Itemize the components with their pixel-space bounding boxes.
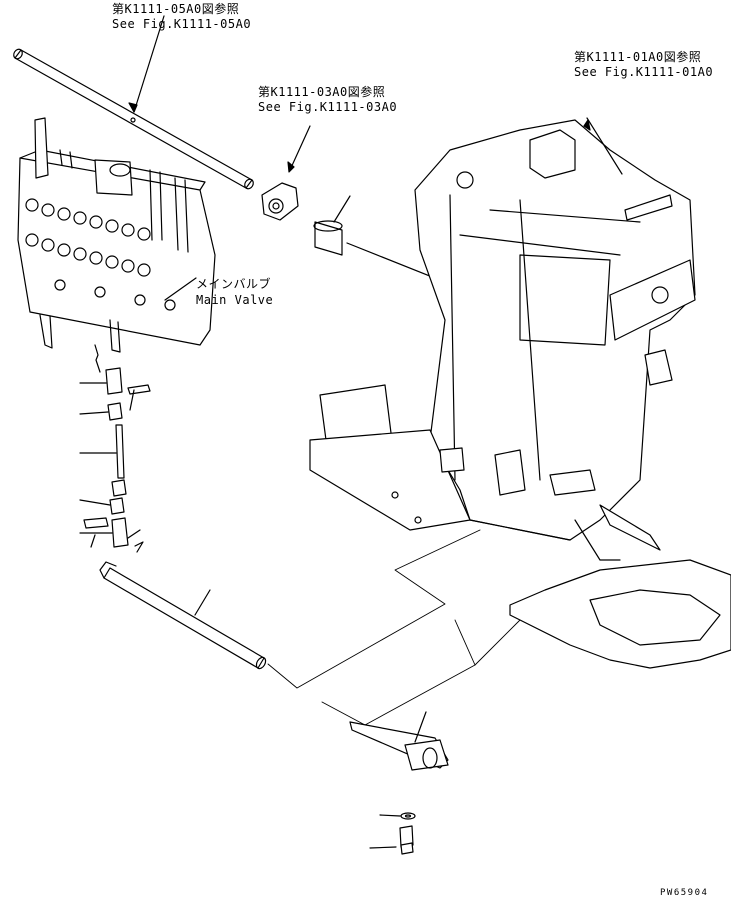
leader-bolt <box>369 846 397 849</box>
assembly-outline-lines <box>267 529 521 726</box>
ref-05a0-label-en: See Fig.K1111-05A0 <box>112 17 252 31</box>
lever-part <box>349 721 449 771</box>
leader-washer <box>379 814 401 817</box>
main-valve-block <box>17 117 216 353</box>
linkage-stack <box>83 367 151 548</box>
ref-01a0-label-en: See Fig.K1111-01A0 <box>574 65 714 79</box>
drawing-code: PW65904 <box>660 888 709 898</box>
ref-03a0-label-en: See Fig.K1111-03A0 <box>258 100 398 114</box>
bolt <box>399 825 414 855</box>
main-valve-label-en: Main Valve <box>196 293 274 307</box>
console-frame <box>309 119 696 634</box>
clamp-part <box>261 182 299 221</box>
arrow-ref-01a0 <box>583 119 591 131</box>
leader-lever <box>414 711 427 743</box>
bushing <box>313 220 343 256</box>
ref-01a0-label-jp: 第K1111-01A0図参照 <box>574 50 702 64</box>
leader-bushing <box>333 195 351 223</box>
upper-control-rod <box>13 48 254 190</box>
lower-control-rod <box>99 561 267 670</box>
arrow-ref-03a0 <box>287 161 295 173</box>
main-valve-label-jp: メインバルブ <box>196 277 272 291</box>
leader-ref-05a0 <box>133 15 165 113</box>
ref-03a0-label-jp: 第K1111-03A0図参照 <box>258 85 386 99</box>
floor-plate <box>509 559 731 669</box>
ref-05a0-label-jp: 第K1111-05A0図参照 <box>112 2 240 16</box>
leader-main-valve <box>164 277 197 301</box>
leader-ref-03a0 <box>289 125 311 171</box>
leader-ref-01a0 <box>586 117 623 175</box>
arrow-ref-05a0 <box>128 102 138 113</box>
leader-lower-rod <box>194 589 211 616</box>
washer <box>400 812 416 820</box>
linkage-leaders <box>79 344 144 553</box>
